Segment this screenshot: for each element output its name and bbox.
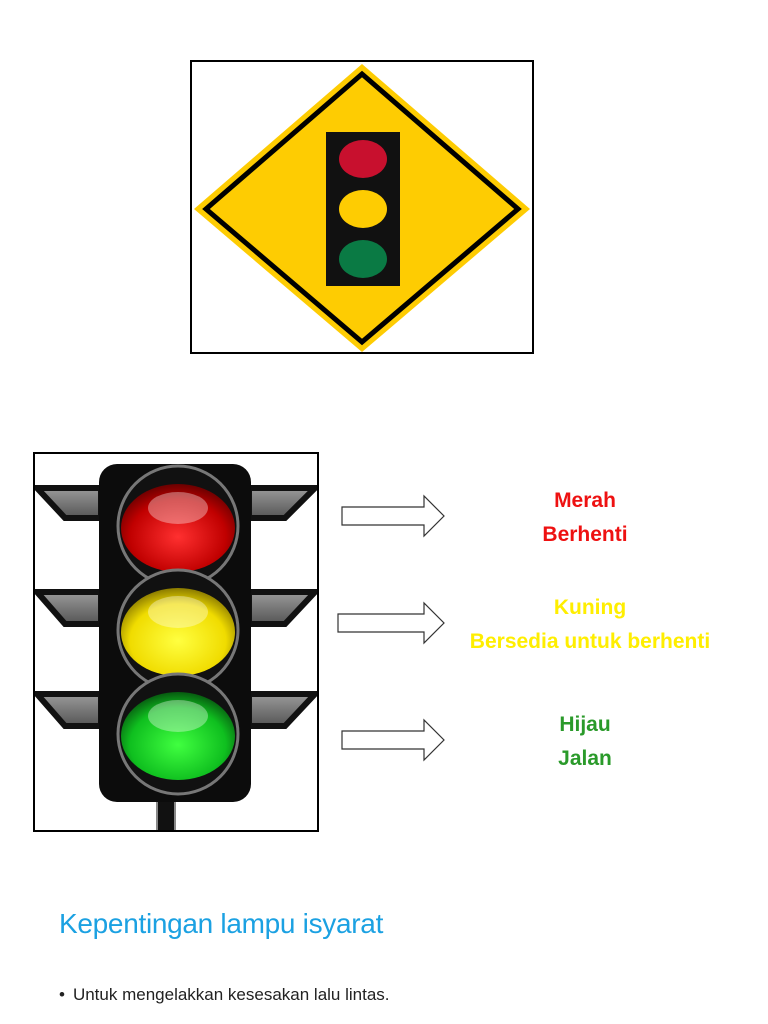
sign-diamond-border (202, 70, 522, 346)
yellow-light-meaning: Bersedia untuk berhenti (469, 630, 711, 653)
red-light-label: Merah Berhenti (470, 484, 700, 552)
traffic-signal-warning-sign (190, 60, 534, 354)
section-heading: Kepentingan lampu isyarat (59, 908, 384, 939)
red-light-name: Merah (554, 489, 616, 512)
yellow-lamp (121, 588, 235, 676)
green-light-meaning: Jalan (558, 747, 612, 770)
red-light-meaning: Berhenti (542, 523, 628, 546)
green-light-name: Hijau (559, 713, 611, 736)
yellow-light-label: Kuning Bersedia untuk berhenti (430, 591, 750, 659)
green-light-label: Hijau Jalan (470, 708, 700, 776)
right-visors (246, 485, 317, 729)
traffic-light-graphic (35, 464, 317, 830)
red-lamp (121, 484, 235, 572)
bullet-text: Untuk mengelakkan kesesakan lalu lintas. (72, 985, 390, 1004)
sign-yellow-lamp (339, 190, 387, 228)
arrow-right-icon (341, 718, 445, 762)
left-visors (35, 485, 104, 729)
bullet-item: • Untuk mengelakkan kesesakan lalu lintas… (59, 985, 390, 1005)
bullet-dot-icon: • (59, 985, 65, 1004)
arrow-right-icon (341, 494, 445, 538)
arrow-right-icon (337, 601, 445, 645)
warning-sign-graphic (194, 64, 530, 352)
sign-green-lamp (339, 240, 387, 278)
traffic-light-illustration (33, 452, 319, 832)
yellow-light-name: Kuning (553, 596, 627, 619)
sign-red-lamp (339, 140, 387, 178)
green-lamp (121, 692, 235, 780)
